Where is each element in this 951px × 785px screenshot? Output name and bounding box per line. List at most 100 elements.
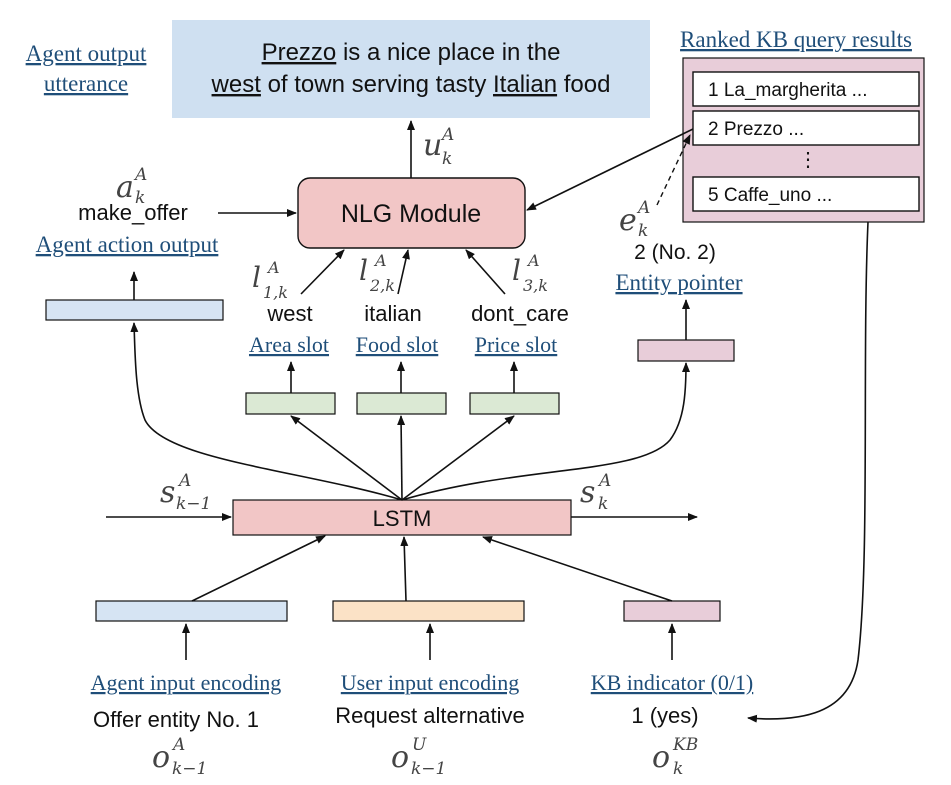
slot-food-layer <box>356 392 447 415</box>
svg-text:A: A <box>266 258 280 277</box>
arrow-lstm-action <box>130 322 403 501</box>
svg-text:k: k <box>598 494 608 514</box>
utterance-line2: west of town serving tasty Italian food <box>211 71 611 98</box>
action-value: make_offer <box>78 200 188 225</box>
arrow-lstm-area <box>290 415 403 501</box>
svg-text:3,k: 3,k <box>523 276 548 295</box>
lstm-cell <box>232 499 572 536</box>
arrow-kb-indicator-feedback <box>747 221 869 723</box>
svg-text:k−1: k−1 <box>176 494 211 514</box>
entity-label: Entity pointer <box>615 270 742 295</box>
kb-results-ellipsis: ⋮ <box>798 149 818 171</box>
svg-text:k: k <box>638 221 648 241</box>
kb-results-title: Ranked KB query results <box>680 27 912 52</box>
entity-variable: e A k <box>619 198 650 241</box>
svg-text:k−1: k−1 <box>172 759 207 779</box>
lstm-next-state-variable: s A k <box>580 471 611 514</box>
svg-text:U: U <box>412 735 427 755</box>
agent-input-label: Agent input encoding <box>91 670 282 695</box>
kb-result-item <box>692 176 920 212</box>
svg-text:o: o <box>391 740 409 775</box>
arrow-lstm-entity <box>401 362 690 501</box>
nlg-module-label: NLG Module <box>341 200 481 228</box>
slot-price-label: Price slot <box>475 332 558 357</box>
arrow-slot1-nlg <box>300 249 345 295</box>
svg-text:k: k <box>673 759 683 779</box>
svg-text:KB: KB <box>672 735 698 755</box>
action-output-layer <box>45 299 224 321</box>
svg-text:1,k: 1,k <box>263 283 288 302</box>
slot-price-layer <box>469 392 560 415</box>
user-input-encoding-layer <box>332 600 525 622</box>
slot-food-variable: l A 2,k <box>359 251 395 295</box>
kb-indicator-layer <box>623 600 721 622</box>
svg-text:a: a <box>116 170 134 205</box>
arrow-entity-kb-item <box>656 134 691 206</box>
agent-input-variable: o A k−1 <box>152 735 207 779</box>
arrow-slot3-nlg <box>465 249 506 295</box>
slot-area-value: west <box>266 301 312 326</box>
svg-text:A: A <box>177 471 191 491</box>
svg-text:o: o <box>152 740 170 775</box>
agent-input-encoding-layer <box>95 600 288 622</box>
slot-food-label: Food slot <box>356 332 439 357</box>
connections <box>106 120 869 723</box>
lstm-prev-state-variable: s A k−1 <box>160 471 211 514</box>
slot-area-label: Area slot <box>249 332 329 357</box>
entity-pointer-layer <box>637 339 735 362</box>
svg-text:A: A <box>526 251 540 270</box>
arrow-lstm-price <box>401 415 515 501</box>
kb-indicator-value: 1 (yes) <box>631 703 698 728</box>
arrow-agent-enc-lstm <box>191 535 326 602</box>
utterance-label-line2: utterance <box>44 71 128 96</box>
svg-text:k−1: k−1 <box>411 759 446 779</box>
kb-indicator-variable: o KB k <box>652 735 698 779</box>
slot-price-variable: l A 3,k <box>512 251 548 295</box>
utterance-variable: u A k <box>423 125 454 169</box>
utterance-line1: Prezzo is a nice place in the <box>262 39 561 66</box>
user-input-variable: o U k−1 <box>391 735 446 779</box>
svg-text:A: A <box>133 165 147 185</box>
kb-result-item-label: 1 La_margherita ... <box>708 80 867 101</box>
slot-area-layer <box>245 392 336 415</box>
utterance-box <box>172 20 650 118</box>
arrow-kb-enc-lstm <box>482 536 673 602</box>
arrow-slot2-nlg <box>397 249 410 295</box>
svg-text:e: e <box>619 203 637 238</box>
svg-text:k: k <box>135 188 145 208</box>
slot-price-value: dont_care <box>471 301 569 326</box>
kb-indicator-label: KB indicator (0/1) <box>591 670 754 695</box>
lstm-label: LSTM <box>373 506 432 531</box>
svg-text:s: s <box>160 475 175 510</box>
svg-text:k: k <box>442 149 452 169</box>
user-input-value: Request alternative <box>335 703 525 728</box>
kb-result-item <box>692 110 920 146</box>
slot-area-variable: l A 1,k <box>252 258 288 302</box>
utterance-label-line1: Agent output <box>26 41 147 66</box>
svg-text:l: l <box>512 254 521 287</box>
arrow-lstm-food <box>397 415 406 501</box>
arrow-user-enc-lstm <box>400 536 409 602</box>
svg-text:A: A <box>636 198 650 218</box>
svg-text:l: l <box>252 261 261 294</box>
svg-text:u: u <box>423 128 442 163</box>
kb-result-item-label: 5 Caffe_uno ... <box>708 185 832 206</box>
svg-text:l: l <box>359 254 368 287</box>
entity-value: 2 (No. 2) <box>634 241 716 264</box>
svg-text:A: A <box>171 735 185 755</box>
action-label: Agent action output <box>36 232 219 257</box>
arrow-kb-nlg <box>526 128 694 211</box>
slot-food-value: italian <box>364 301 421 326</box>
svg-text:A: A <box>440 125 454 145</box>
action-variable: a A k <box>116 165 147 208</box>
svg-text:A: A <box>373 251 387 270</box>
user-input-label: User input encoding <box>341 670 519 695</box>
agent-input-value: Offer entity No. 1 <box>93 707 259 732</box>
kb-result-item-label: 2 Prezzo ... <box>708 119 804 140</box>
svg-text:s: s <box>580 475 595 510</box>
svg-text:o: o <box>652 740 670 775</box>
svg-text:A: A <box>597 471 611 491</box>
kb-result-item <box>692 71 920 107</box>
